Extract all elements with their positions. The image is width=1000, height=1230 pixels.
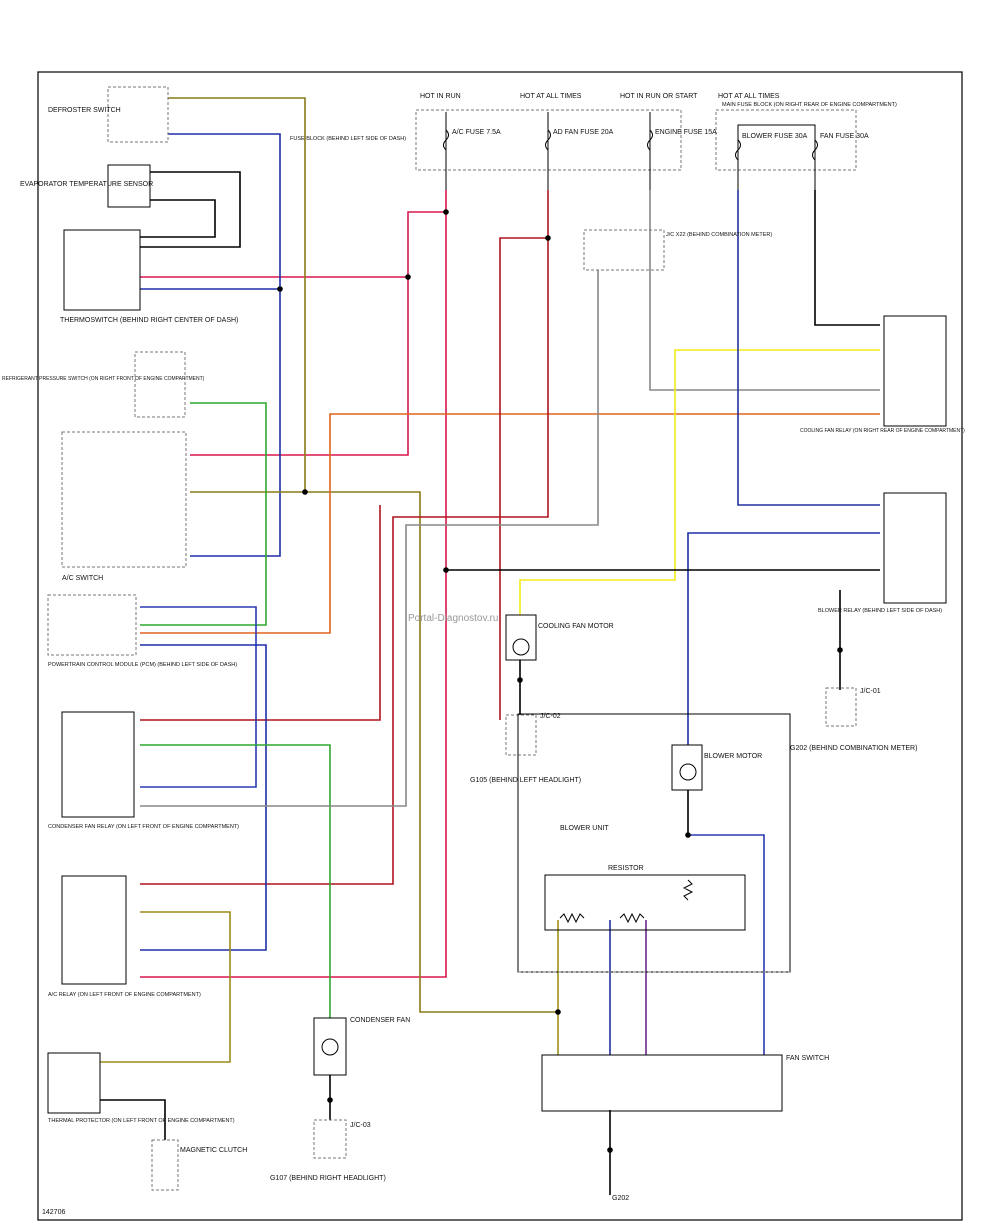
wire-blkyel [100, 911, 231, 1063]
wire-pnk-trunk [140, 190, 447, 978]
cooling-fan-motor-box [505, 614, 537, 661]
wire-blkwht-cfr [140, 270, 599, 807]
jc01-box [825, 687, 857, 727]
engine-fuse-label: ENGINE FUSE 15A [655, 129, 717, 136]
evap-sensor-box [107, 164, 151, 208]
wire-ltgrn-cond [140, 744, 331, 1018]
resistor-label: RESISTOR [608, 865, 644, 872]
fuse-block-label: FUSE BLOCK (BEHIND LEFT SIDE OF DASH) [290, 136, 406, 142]
thermoswitch-label: THERMOSWITCH (BEHIND RIGHT CENTER OF DAS… [60, 317, 238, 324]
wire-blublk-relay [687, 532, 880, 745]
hot-in-run-or-start-label: HOT IN RUN OR START [620, 93, 698, 100]
thermal-protector-label: THERMAL PROTECTOR (ON LEFT FRONT OF ENGI… [48, 1118, 235, 1124]
wire-bluyel-defrost [168, 97, 306, 492]
ac-relay-box [61, 875, 127, 985]
main-fuse-bus [737, 124, 816, 190]
defroster-switch-box [107, 86, 169, 143]
fan-switch-box [541, 1054, 783, 1112]
condenser-fan-label: CONDENSER FAN [350, 1017, 410, 1024]
ac-fuse-label: A/C FUSE 7.5A [452, 129, 501, 136]
blower-motor-icon [679, 763, 697, 781]
wire-blkwht-engine [649, 190, 880, 391]
diagram-frame [37, 71, 963, 1221]
blower-unit-label: BLOWER UNIT [560, 825, 609, 832]
fan-fuse-label: FAN FUSE 30A [820, 133, 869, 140]
wire-nca-evap [140, 199, 216, 238]
g202a-label: G202 (BEHIND COMBINATION METER) [790, 745, 917, 752]
wire-blkred-fuse [140, 190, 549, 885]
cfr-box [61, 711, 135, 818]
thermal-protector-box [47, 1052, 101, 1114]
wire-blkred-cfr [140, 505, 381, 721]
wire-nca-evap2 [140, 171, 241, 248]
cooling-fan-relay-label: COOLING FAN RELAY (ON RIGHT REAR OF ENGI… [800, 428, 965, 434]
blower-motor-label: BLOWER MOTOR [704, 753, 762, 760]
resistor-coils-icon [559, 879, 694, 924]
watermark: Portal-Diagnostov.ru [408, 613, 498, 624]
condenser-fan-box [313, 1017, 347, 1076]
refrigerant-switch-label: REFRIGERANT PRESSURE SWITCH (ON RIGHT FR… [2, 376, 205, 382]
fan-switch-label: FAN SWITCH [786, 1055, 829, 1062]
blower-fuse-label: BLOWER FUSE 30A [742, 133, 808, 140]
wire-blublk-pcm [140, 644, 267, 951]
blower-relay-box [883, 492, 947, 604]
adfan-fuse-label: AD FAN FUSE 20A [553, 129, 614, 136]
wire-bluwht-pcm [140, 606, 257, 788]
wire-pnk-vert [407, 211, 446, 277]
g105-label: G105 (BEHIND LEFT HEADLIGHT) [470, 777, 581, 784]
splice-dots [277, 209, 843, 1153]
wire-pnk-acswitch [190, 277, 409, 456]
ac-relay-label: A/C RELAY (ON LEFT FRONT OF ENGINE COMPA… [48, 992, 201, 998]
cooling-fan-relay-box [883, 315, 947, 427]
hot-at-all-times-2-label: HOT AT ALL TIMES [718, 93, 780, 100]
resistor-box [544, 874, 746, 931]
jc03-box [313, 1119, 347, 1159]
pcm-box [47, 594, 137, 656]
wire-redyel [140, 413, 880, 634]
blower-relay-label: BLOWER RELAY (BEHIND LEFT SIDE OF DASH) [818, 608, 942, 614]
cooling-fan-motor-icon [512, 638, 530, 656]
main-fuse-block-box [715, 109, 857, 171]
cfr-label: CONDENSER FAN RELAY (ON LEFT FRONT OF EN… [48, 824, 239, 830]
ac-switch-label: A/C SWITCH [62, 575, 103, 582]
cooling-fan-motor-label: COOLING FAN MOTOR [538, 623, 614, 630]
wire-redwht [140, 300, 256, 365]
wire-ltgrnblk [140, 402, 267, 626]
jc02-box [505, 714, 537, 756]
defroster-switch-label: DEFROSTER SWITCH [48, 107, 121, 114]
refrigerant-switch-box [134, 351, 186, 418]
wire-yel [519, 349, 880, 615]
jc01-label: J/C-01 [860, 688, 881, 695]
jc02-label: J/C-02 [540, 713, 561, 720]
condenser-fan-motor-icon [321, 1038, 339, 1056]
wire-blu-blower [737, 190, 880, 506]
wire-bluwht-fs [688, 834, 765, 1055]
figure-id: 142706 [42, 1209, 65, 1216]
hot-in-run-label: HOT IN RUN [420, 93, 461, 100]
g107-label: G107 (BEHIND RIGHT HEADLIGHT) [270, 1175, 386, 1182]
thermoswitch-box [63, 229, 141, 311]
hot-at-all-times-label: HOT AT ALL TIMES [520, 93, 582, 100]
jc03-label: J/C-03 [350, 1122, 371, 1129]
wire-bluyel-fan [814, 190, 880, 326]
magnetic-clutch-label: MAGNETIC CLUTCH [180, 1147, 247, 1154]
jc-x22-box [583, 229, 665, 271]
jcx22-label: J/C X22 (BEHIND COMBINATION METER) [666, 232, 772, 238]
blower-motor-box [671, 744, 703, 791]
pcm-label: POWERTRAIN CONTROL MODULE (PCM) (BEHIND … [48, 662, 237, 668]
main-fuse-block-label: MAIN FUSE BLOCK (ON RIGHT REAR OF ENGINE… [722, 102, 897, 108]
ac-switch-box [61, 431, 187, 568]
wire-blkblu-defrost [168, 133, 281, 557]
wire-blk-thermal [100, 1099, 166, 1140]
wire-blkred-k56 [499, 237, 548, 720]
evap-sensor-label: EVAPORATOR TEMPERATURE SENSOR [20, 181, 153, 188]
mag-clutch-box [151, 1139, 179, 1191]
g202b-label: G202 [612, 1195, 629, 1202]
